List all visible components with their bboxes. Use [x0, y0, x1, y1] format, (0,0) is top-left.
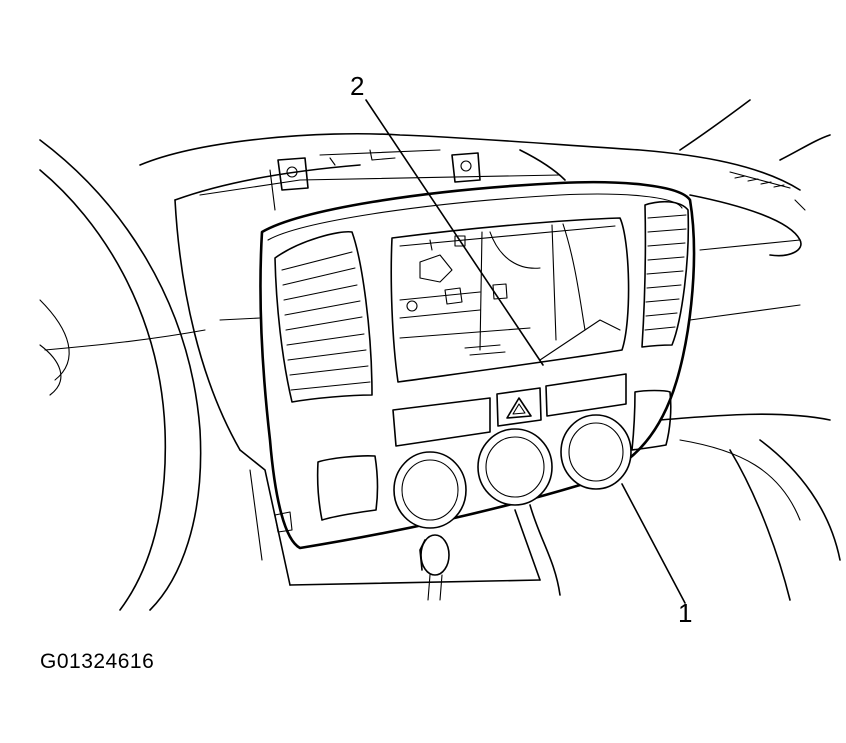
upper-mounting-brackets: [277, 149, 481, 191]
figure-id: G01324616: [40, 650, 155, 673]
callout-1-label: 1: [678, 598, 692, 628]
control-buttons-row: [316, 373, 672, 521]
steering-wheel: [39, 139, 202, 611]
climate-control-knobs: [393, 414, 632, 529]
dashboard-outline: [44, 99, 841, 601]
center-bezel: [259, 180, 696, 550]
lower-dash: [239, 449, 561, 601]
callout-1-leader: [621, 483, 686, 604]
left-air-vent: [274, 230, 373, 403]
callout-2-leader: [365, 99, 544, 366]
right-air-vent: [641, 200, 690, 348]
radio-opening: [390, 217, 630, 383]
callout-2-label: 2: [350, 71, 364, 101]
hazard-warning-icon: [506, 397, 532, 419]
